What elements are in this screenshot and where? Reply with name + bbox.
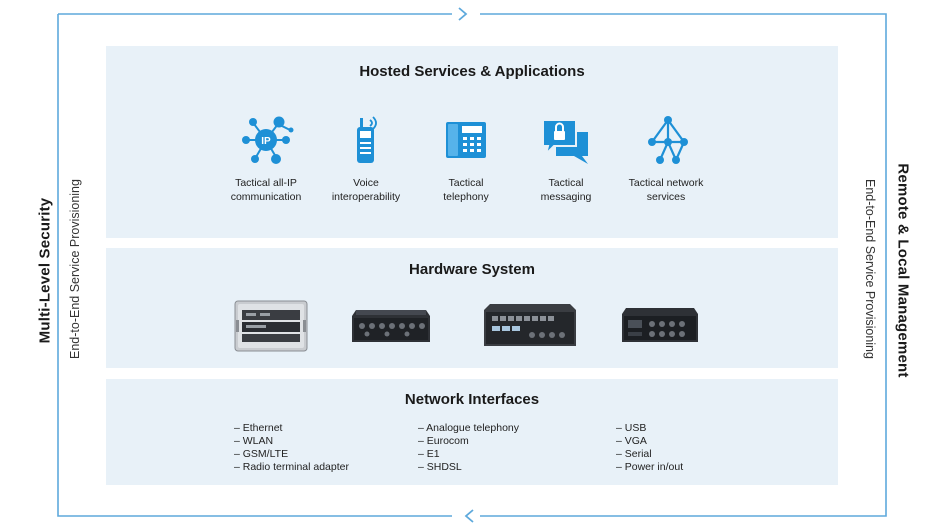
interface-item: – Analogue telephony — [418, 422, 520, 434]
arrow-right-icon — [458, 7, 468, 21]
interface-item: – WLAN — [234, 435, 274, 447]
service-label: Voice interoperability — [331, 177, 401, 203]
interface-item: – E1 — [418, 448, 440, 460]
service-network: Tactical network services — [611, 114, 721, 204]
interface-item: – Eurocom — [418, 435, 469, 447]
interface-item: – Ethernet — [234, 422, 283, 434]
svg-text:IP: IP — [261, 136, 271, 147]
service-label: Tactical network services — [628, 177, 704, 203]
network-interfaces-panel: Network Interfaces – Ethernet – WLAN – G… — [106, 379, 838, 485]
interfaces-column-1: – Ethernet – WLAN – GSM/LTE – Radio term… — [234, 422, 349, 474]
transit-case-device — [234, 300, 308, 352]
service-label: Tactical messaging — [540, 177, 592, 203]
radio-handset-icon — [357, 116, 377, 163]
interface-item: – Power in/out — [616, 461, 684, 473]
interfaces-column-3: – USB – VGA – Serial – Power in/out — [616, 422, 683, 474]
service-label: Tactical telephony — [443, 177, 489, 203]
hosted-services-title: Hosted Services & Applications — [359, 63, 585, 80]
hardware-title: Hardware System — [409, 261, 535, 278]
interface-item: – Radio terminal adapter — [234, 461, 349, 473]
left-side-title: Multi-Level Security — [36, 197, 54, 344]
rugged-router-device — [352, 310, 430, 342]
desk-phone-icon — [446, 122, 486, 158]
service-messaging: Tactical messaging — [511, 114, 621, 204]
service-all-ip: IP Tactical all-IP communication — [211, 114, 321, 204]
interfaces-column-2: – Analogue telephony – Eurocom – E1 – SH… — [418, 422, 519, 474]
right-side-subtitle: End-to-End Service Provisioning — [863, 179, 877, 359]
interface-item: – SHDSL — [418, 461, 462, 473]
interface-item: – Serial — [616, 448, 652, 460]
left-side-subtitle: End-to-End Service Provisioning — [68, 179, 82, 359]
hardware-panel: Hardware System — [106, 248, 838, 368]
interface-item: – GSM/LTE — [234, 448, 289, 460]
right-side-title: Remote & Local Management — [894, 163, 912, 378]
rack-switch-device — [484, 304, 576, 346]
hosted-services-panel: Hosted Services & Applications IP — [106, 46, 838, 238]
ip-network-icon: IP — [242, 116, 294, 164]
service-voice: Voice interoperability — [311, 114, 421, 204]
interface-item: – USB — [616, 422, 647, 434]
arrow-left-icon — [464, 509, 474, 523]
network-interfaces-title: Network Interfaces — [404, 391, 540, 408]
compact-unit-device — [622, 308, 698, 342]
secure-message-icon — [542, 119, 588, 164]
service-label: Tactical all-IP communication — [230, 177, 302, 203]
service-telephony: Tactical telephony — [411, 114, 521, 204]
interface-item: – VGA — [616, 435, 647, 447]
network-nodes-icon — [648, 116, 688, 164]
